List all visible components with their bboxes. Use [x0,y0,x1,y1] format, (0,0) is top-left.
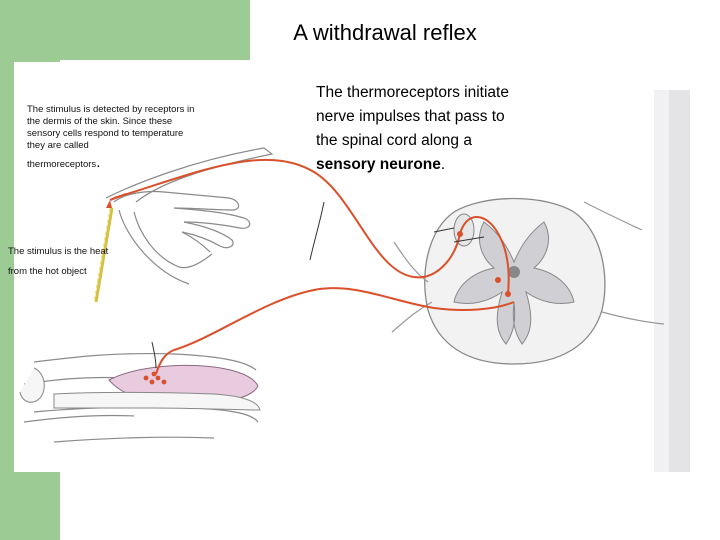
stimulus-detection-caption: The stimulus is detected by receptors in… [27,104,195,151]
stimulus-heat-caption-line1: The stimulus is the heat [8,246,109,257]
explanation-period: . [440,156,446,173]
thermoreceptors-label: thermoreceptors. [27,154,101,171]
reflex-arc-illustration [14,62,690,472]
slide-title: A withdrawal reflex [293,20,477,45]
explanation-text: The thermoreceptors initiate nerve impul… [316,84,509,149]
sensory-neurone-explanation: The thermoreceptors initiate nerve impul… [316,81,516,177]
stimulus-heat-caption-line2: from the hot object [8,266,87,277]
thermoreceptors-text: thermoreceptors [27,159,97,170]
sensory-neurone-term: sensory neurone [316,156,441,173]
slide-accent-top [0,0,250,60]
